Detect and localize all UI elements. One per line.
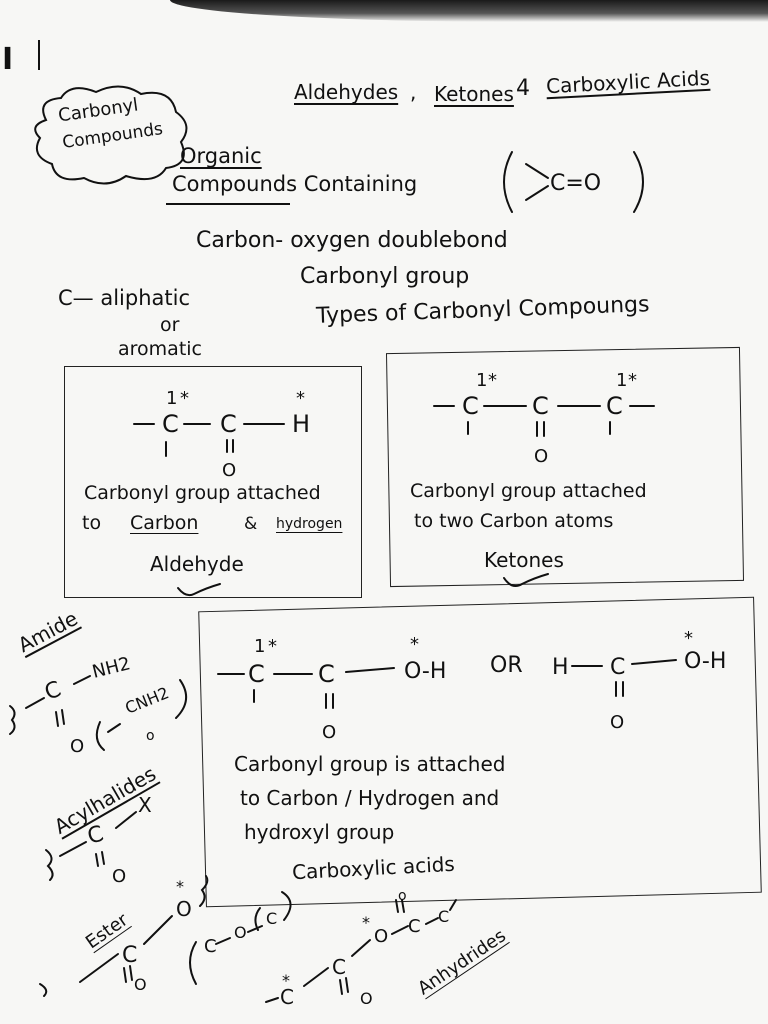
svg-text:O: O (134, 975, 147, 994)
svg-text:C: C (408, 916, 421, 937)
svg-text:X: X (138, 793, 152, 817)
def-types: Types of Carbonyl Compoungs (315, 292, 650, 329)
svg-text:C: C (280, 985, 294, 1009)
page-number: I (2, 42, 14, 77)
ketone-checkmark (503, 573, 549, 587)
aldehyde-desc-to: to (82, 512, 102, 534)
svg-text:C: C (606, 392, 623, 420)
acyl-halide-structure: X C O (45, 793, 152, 887)
c-note-line1: C— aliphatic (58, 286, 190, 310)
svg-text:1: 1 (616, 370, 627, 391)
page-shadow (170, 0, 768, 22)
c-note-line3: aromatic (118, 338, 202, 360)
svg-text:C: C (248, 660, 265, 688)
carbonyl-group-text: C=O (550, 171, 601, 196)
c-note-line2: or (160, 314, 180, 336)
svg-text:C: C (438, 907, 449, 926)
svg-text:C: C (610, 655, 625, 680)
ester-structure: * O C O C O C (39, 875, 292, 997)
svg-text:*: * (282, 971, 290, 990)
svg-text:o: o (146, 728, 155, 744)
svg-text:O: O (176, 897, 192, 921)
svg-text:O: O (322, 722, 336, 743)
svg-text:1: 1 (166, 388, 177, 409)
svg-text:H: H (292, 410, 310, 438)
svg-text:C: C (85, 821, 107, 849)
heading-sep: , (410, 80, 417, 104)
heading-amp: 4 (516, 76, 530, 101)
svg-text:1: 1 (476, 370, 487, 391)
svg-text:O: O (222, 460, 236, 481)
svg-text:*: * (180, 388, 189, 409)
def-compounds-containing: Compounds Containing (172, 172, 418, 196)
def-underline (166, 203, 290, 205)
svg-text:CNH2: CNH2 (122, 683, 171, 718)
ketone-title: Ketones (484, 548, 564, 572)
svg-text:*: * (362, 913, 370, 932)
svg-text:OR: OR (490, 653, 523, 678)
ketone-structure: 1 * 1 * C C C O (433, 370, 655, 467)
carboxylic-desc-line2: to Carbon / Hydrogen and (240, 786, 500, 810)
aldehyde-checkmark (177, 583, 221, 597)
def-organic: Organic (180, 144, 262, 168)
svg-text:C: C (532, 392, 549, 420)
svg-text:C: C (266, 909, 277, 928)
svg-text:*: * (268, 636, 277, 657)
svg-text:O: O (70, 736, 84, 757)
ketone-desc-line2: to two Carbon atoms (414, 510, 614, 532)
def-carbonyl-group: Carbonyl group (300, 264, 470, 289)
svg-text:*: * (410, 634, 419, 655)
ketone-desc-line1: Carbonyl group attached (410, 480, 647, 502)
svg-text:O: O (374, 926, 388, 947)
aldehyde-desc-carbon: Carbon (130, 512, 199, 534)
carboxylic-structure: 1 * * C C O-H O OR H C * O-H O (217, 628, 726, 743)
svg-text:NH2: NH2 (90, 653, 132, 683)
svg-text:O-H: O-H (684, 649, 726, 674)
svg-text:*: * (684, 628, 693, 649)
heading-carboxylic: Carboxylic Acids (545, 65, 711, 99)
svg-text:O-H: O-H (404, 659, 446, 684)
aldehyde-desc-amp: & (244, 514, 258, 534)
svg-text:C: C (318, 660, 335, 688)
aldehyde-box (64, 366, 362, 598)
svg-text:*: * (488, 370, 497, 391)
margin-tick (38, 40, 40, 70)
svg-text:O: O (234, 923, 247, 942)
aldehyde-desc-line1: Carbonyl group attached (84, 482, 321, 504)
cloud-outline (34, 85, 188, 185)
svg-text:*: * (296, 388, 305, 409)
carbonyl-group-diagram: C=O (503, 151, 644, 213)
svg-text:C: C (462, 392, 479, 420)
svg-text:1: 1 (254, 636, 265, 657)
svg-text:O: O (534, 446, 548, 467)
anhydride-structure: o * O C C C O * C (265, 888, 457, 1009)
aldehyde-desc-hydrogen: hydrogen (276, 516, 343, 532)
svg-text:O: O (610, 712, 624, 733)
svg-text:O: O (360, 989, 373, 1008)
svg-text:C: C (332, 955, 346, 979)
svg-text:O: O (112, 866, 126, 887)
aldehyde-structure: 1 * * C C H O (133, 388, 310, 481)
svg-text:*: * (176, 877, 184, 896)
svg-text:C: C (162, 410, 179, 438)
def-carbon-oxygen: Carbon- oxygen doublebond (196, 228, 508, 253)
svg-text:o: o (398, 888, 407, 904)
heading-aldehydes: Aldehydes (294, 80, 399, 104)
svg-text:C: C (220, 410, 237, 438)
amide-structure: NH2 C O CNH2 o (9, 653, 187, 757)
aldehyde-title: Aldehyde (150, 552, 244, 576)
svg-text:C: C (122, 943, 137, 968)
svg-text:C: C (42, 677, 65, 706)
svg-text:H: H (552, 655, 569, 680)
heading-ketones: Ketones (434, 82, 514, 106)
svg-text:*: * (628, 370, 637, 391)
svg-text:C: C (204, 936, 217, 957)
carboxylic-desc-line3: hydroxyl group (244, 820, 395, 844)
carboxylic-desc-line1: Carbonyl group is attached (234, 752, 506, 776)
